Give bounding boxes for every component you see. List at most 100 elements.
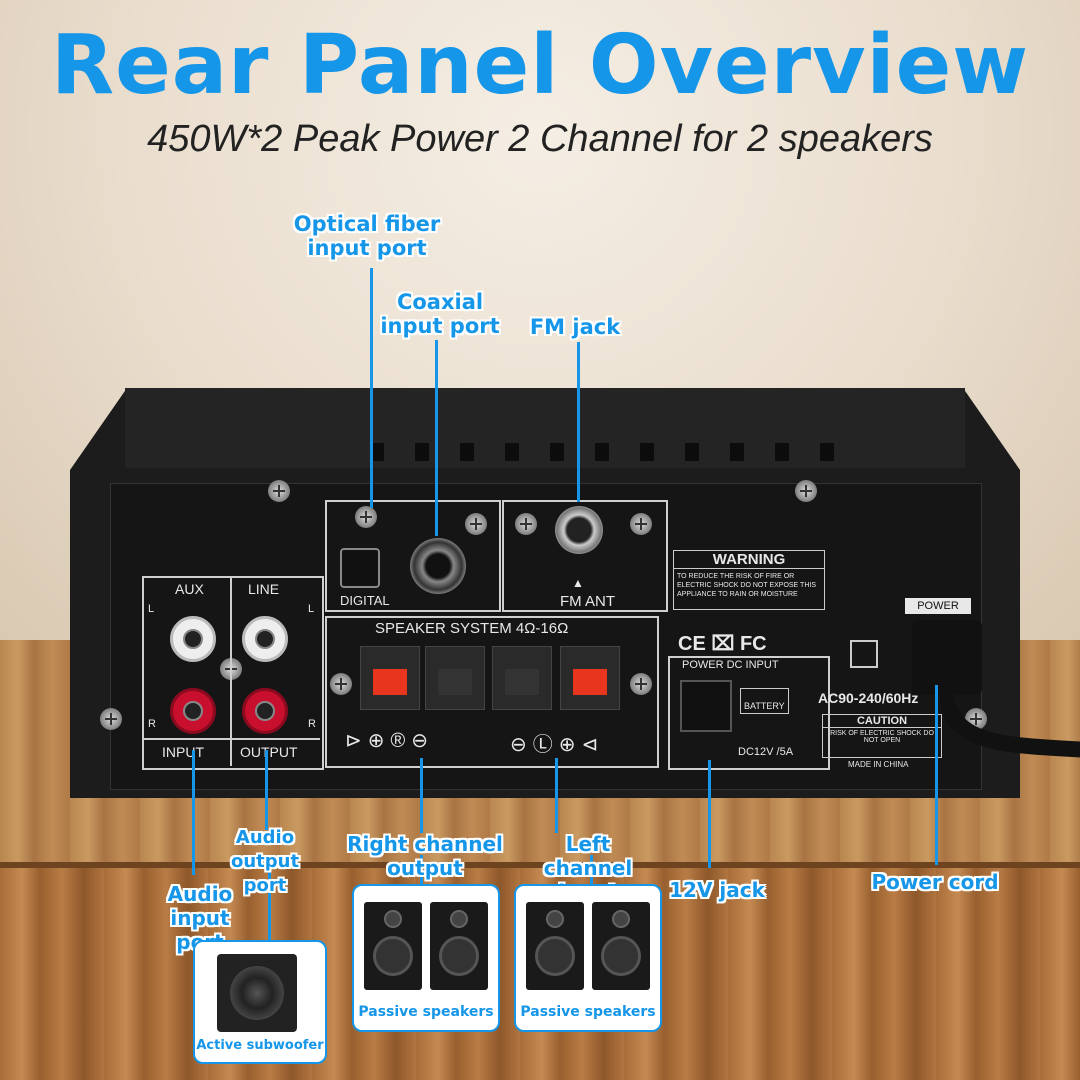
callout-12v-jack: 12V jack <box>669 878 765 902</box>
callout-audio-output: Audio output port <box>230 827 300 896</box>
cabinet-edge <box>0 862 1080 872</box>
passive-speakers-caption: Passive speakers <box>520 1004 656 1020</box>
callout-line <box>935 685 938 865</box>
speaker-icon <box>592 902 650 990</box>
speaker-icon <box>430 902 488 990</box>
callout-power-cord: Power cord <box>871 870 999 894</box>
callout-line <box>420 855 423 885</box>
speaker-system-section <box>325 616 659 768</box>
caution-box: CAUTION RISK OF ELECTRIC SHOCK DO NOT OP… <box>822 714 942 758</box>
caution-title: CAUTION <box>823 715 941 728</box>
screw-icon <box>515 513 537 535</box>
vent-slot <box>415 443 429 461</box>
callout-line <box>708 760 711 868</box>
left-channel-mark: L <box>308 603 315 615</box>
vent-slot <box>685 443 699 461</box>
left-negative-terminal[interactable] <box>492 646 552 710</box>
power-dc-section <box>668 656 830 770</box>
optical-port[interactable] <box>340 548 380 588</box>
fm-ant-label: FM ANT <box>560 593 615 610</box>
speaker-icon <box>526 902 584 990</box>
ac-spec: AC90-240/60Hz <box>818 690 919 706</box>
aux-label: AUX <box>175 581 204 597</box>
vent-slot <box>640 443 654 461</box>
speaker-icon <box>364 902 422 990</box>
callout-line <box>268 870 271 940</box>
caution-text: RISK OF ELECTRIC SHOCK DO NOT OPEN <box>830 730 934 744</box>
digital-section <box>325 500 501 612</box>
screw-icon <box>630 673 652 695</box>
divider <box>142 738 320 740</box>
callout-line <box>192 750 195 875</box>
subwoofer-icon <box>217 954 297 1032</box>
fm-section <box>502 500 668 612</box>
line-label: LINE <box>248 581 280 597</box>
screw-icon <box>355 506 377 528</box>
vent-slot <box>775 443 789 461</box>
right-channel-mark: R <box>148 718 156 730</box>
screw-icon <box>795 480 817 502</box>
right-polarity-icons: ⊳⊕®⊖ <box>345 730 435 752</box>
triangle-icon: ▲ <box>572 576 584 590</box>
page-title: Rear Panel Overview <box>50 18 1030 113</box>
callout-right-channel: Right channel output <box>347 832 503 880</box>
power-dc-label: POWER DC INPUT <box>682 659 779 671</box>
dc-jack[interactable] <box>680 680 732 732</box>
passive-speakers-card-right: Passive speakers <box>352 884 500 1032</box>
vent-slot <box>820 443 834 461</box>
page-subtitle: 450W*2 Peak Power 2 Channel for 2 speake… <box>147 118 933 160</box>
vent-slot <box>505 443 519 461</box>
screw-icon <box>330 673 352 695</box>
digital-label: DIGITAL <box>340 593 390 608</box>
amplifier-rear-panel: DIGITAL ▲ FM ANT WARNING TO REDUCE THE R… <box>70 388 1020 798</box>
vent-slot <box>730 443 744 461</box>
fm-jack[interactable] <box>555 506 603 554</box>
vent-slot <box>460 443 474 461</box>
battery-label: BATTERY <box>740 688 789 714</box>
line-output-left-rca[interactable] <box>242 616 288 662</box>
passive-speakers-caption: Passive speakers <box>358 1004 494 1020</box>
warning-title: WARNING <box>674 551 824 569</box>
screw-icon <box>268 480 290 502</box>
vent-slot <box>550 443 564 461</box>
made-in-label: MADE IN CHINA <box>848 760 909 769</box>
callout-line <box>420 758 423 833</box>
screw-icon <box>100 708 122 730</box>
screw-icon <box>630 513 652 535</box>
active-subwoofer-card: Active subwoofer <box>193 940 327 1064</box>
callout-line <box>435 340 438 536</box>
callout-line <box>370 268 373 508</box>
double-insulation-icon <box>850 640 878 668</box>
aux-line-section <box>142 576 324 770</box>
vent-slot <box>370 443 384 461</box>
coaxial-port[interactable] <box>410 538 466 594</box>
left-polarity-icons: ⊖Ⓛ⊕⊲ <box>510 734 605 756</box>
callout-optical: Optical fiber input port <box>293 212 441 260</box>
aux-input-right-rca[interactable] <box>170 688 216 734</box>
speaker-system-label: SPEAKER SYSTEM 4Ω-16Ω <box>375 620 569 637</box>
callout-coaxial: Coaxial input port <box>380 290 500 338</box>
aux-input-left-rca[interactable] <box>170 616 216 662</box>
callout-line <box>265 750 268 830</box>
left-positive-terminal[interactable] <box>560 646 620 710</box>
output-label: OUTPUT <box>240 744 298 760</box>
warning-box: WARNING TO REDUCE THE RISK OF FIRE OR EL… <box>673 550 825 610</box>
power-socket[interactable] <box>912 620 982 695</box>
right-channel-mark: R <box>308 718 316 730</box>
callout-fm-jack: FM jack <box>529 315 621 339</box>
certification-marks: CE ⌧ FC <box>678 633 767 655</box>
warning-text: TO REDUCE THE RISK OF FIRE OR ELECTRIC S… <box>677 573 816 598</box>
dc-spec: DC12V /5A <box>738 746 794 758</box>
power-cord <box>940 688 1080 758</box>
line-output-right-rca[interactable] <box>242 688 288 734</box>
callout-line <box>590 855 593 885</box>
vent-slot <box>595 443 609 461</box>
input-label: INPUT <box>162 744 204 760</box>
passive-speakers-card-left: Passive speakers <box>514 884 662 1032</box>
right-negative-terminal[interactable] <box>425 646 485 710</box>
left-channel-mark: L <box>148 603 155 615</box>
callout-line <box>577 342 580 502</box>
screw-icon <box>465 513 487 535</box>
right-positive-terminal[interactable] <box>360 646 420 710</box>
active-subwoofer-caption: Active subwoofer <box>196 1038 324 1053</box>
